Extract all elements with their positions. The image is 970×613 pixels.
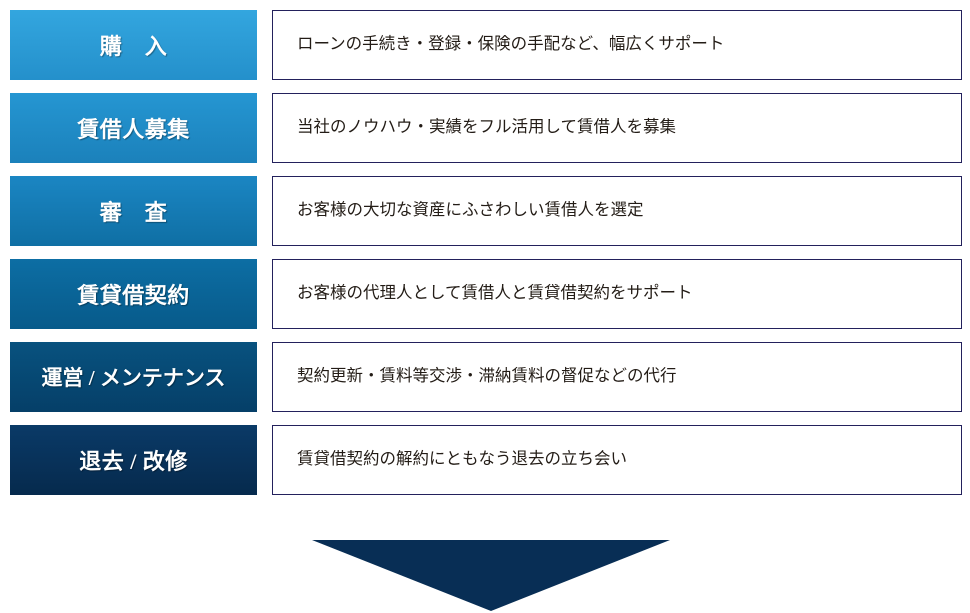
stage-label: 購 入 [99, 34, 168, 59]
description-text: 賃貸借契約の解約にともなう退去の立ち会い [297, 450, 627, 469]
description-text: お客様の大切な資産にふさわしい賃借人を選定 [297, 201, 644, 220]
description-box-2: 当社のノウハウ・実績をフル活用して賃借人を募集 [272, 93, 962, 163]
down-arrow-icon [312, 540, 670, 611]
flow-row: 購 入 ローンの手続き・登録・保険の手配など、幅広くサポート [0, 10, 970, 80]
stage-label: 審 査 [99, 200, 168, 225]
flow-row: 賃貸借契約 お客様の代理人として賃借人と賃貸借契約をサポート [0, 259, 970, 329]
description-text: ローンの手続き・登録・保険の手配など、幅広くサポート [297, 35, 725, 54]
stage-label: 退去 / 改修 [79, 449, 188, 474]
stage-label: 運営 / メンテナンス [41, 366, 226, 390]
stage-label: 賃貸借契約 [77, 283, 190, 308]
description-box-6: 賃貸借契約の解約にともなう退去の立ち会い [272, 425, 962, 495]
stage-block-1[interactable]: 購 入 [10, 10, 257, 80]
flow-row: 審 査 お客様の大切な資産にふさわしい賃借人を選定 [0, 176, 970, 246]
flow-row: 賃借人募集 当社のノウハウ・実績をフル活用して賃借人を募集 [0, 93, 970, 163]
description-box-4: お客様の代理人として賃借人と賃貸借契約をサポート [272, 259, 962, 329]
flow-row: 運営 / メンテナンス 契約更新・賃料等交渉・滞納賃料の督促などの代行 [0, 342, 970, 412]
description-text: 契約更新・賃料等交渉・滞納賃料の督促などの代行 [297, 367, 677, 386]
description-box-1: ローンの手続き・登録・保険の手配など、幅広くサポート [272, 10, 962, 80]
stage-label: 賃借人募集 [77, 117, 190, 142]
stage-block-3[interactable]: 審 査 [10, 176, 257, 246]
description-text: お客様の代理人として賃借人と賃貸借契約をサポート [297, 284, 693, 303]
stage-block-5[interactable]: 運営 / メンテナンス [10, 342, 257, 412]
description-box-5: 契約更新・賃料等交渉・滞納賃料の督促などの代行 [272, 342, 962, 412]
stage-block-2[interactable]: 賃借人募集 [10, 93, 257, 163]
flow-row: 退去 / 改修 賃貸借契約の解約にともなう退去の立ち会い [0, 425, 970, 495]
description-text: 当社のノウハウ・実績をフル活用して賃借人を募集 [297, 118, 677, 137]
description-box-3: お客様の大切な資産にふさわしい賃借人を選定 [272, 176, 962, 246]
stage-block-6[interactable]: 退去 / 改修 [10, 425, 257, 495]
stage-block-4[interactable]: 賃貸借契約 [10, 259, 257, 329]
